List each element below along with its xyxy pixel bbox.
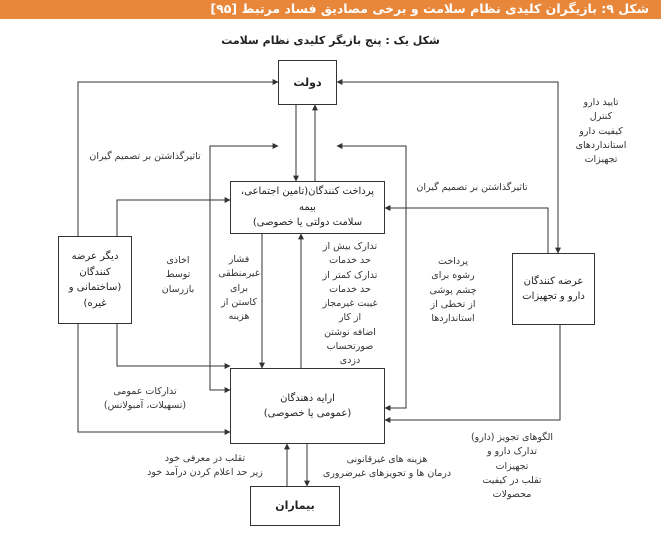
node-drug-suppliers: عرضه کنندگان دارو و تجهیزات [512,253,595,325]
label-drug-regulation: تایید دارو کنترل کیفیت دارو استانداردهای… [575,97,627,165]
label-influence-right: تاثیرگذاشتن بر تصمیم گیران [416,182,528,193]
label-prescription: الگوهای تجویز (دارو) تدارک دارو و تجهیزا… [470,432,554,500]
other-suppliers-label: دیگر عرضه کنندگان (ساختمانی و غیره) [68,251,122,309]
label-bribes: پرداخت رشوه برای چشم پوشی از تخطی از است… [429,256,477,324]
figure-banner: شکل ۹: بازیگران کلیدی نظام سلامت و برخی … [0,0,661,19]
other-to-provider-line [116,324,231,369]
node-patients: بیماران [250,486,340,526]
providers-label: ارایه دهندگان (عمومی یا خصوصی) [263,392,352,420]
gov-to-drug-line [336,79,561,254]
label-influence-left: تاثیرگذاشتن بر تصمیم گیران [89,151,201,162]
label-overbilling: تدارک بیش از حد خدمات تدارک کمتر از حد خ… [322,241,378,366]
drug-to-payer-line [384,205,549,253]
figure-title: شکل ۹: بازیگران کلیدی نظام سلامت و برخی … [210,1,649,16]
government-label: دولت [293,75,322,89]
other-to-payer-line [116,197,231,236]
label-patient-fraud: تقلب در معرفی خود زیر حد اعلام کردن درآم… [147,453,263,479]
node-government: دولت [278,60,337,105]
label-informal-payments: هزینه های غیرقانونی درمان ها و تجویزهای … [322,454,452,480]
gov-provider-left-loop [209,143,279,393]
label-extortion: اخاذی توسط بازرسان [161,255,195,295]
node-payers: پرداخت کنندگان(تامین اجتماعی، بیمه سلامت… [230,181,385,234]
payers-label: پرداخت کنندگان(تامین اجتماعی، بیمه سلامت… [240,186,375,229]
node-providers: ارایه دهندگان (عمومی یا خصوصی) [230,368,385,444]
patients-label: بیماران [275,499,315,513]
drug-suppliers-label: عرضه کنندگان دارو و تجهیزات [522,275,585,303]
drug-to-provider-line [384,325,561,423]
gov-provider-right-loop [336,143,407,411]
diagram-subtitle: شکل یک : پنج بازیگر کلیدی نظام سلامت [221,34,440,47]
node-other-suppliers: دیگر عرضه کنندگان (ساختمانی و غیره) [58,236,132,324]
label-procurement: تدارکات عمومی (تسهیلات، آمبولانس) [103,386,187,412]
label-pressure: فشار غیرمنطقی برای کاستن از هزینه [218,254,260,322]
